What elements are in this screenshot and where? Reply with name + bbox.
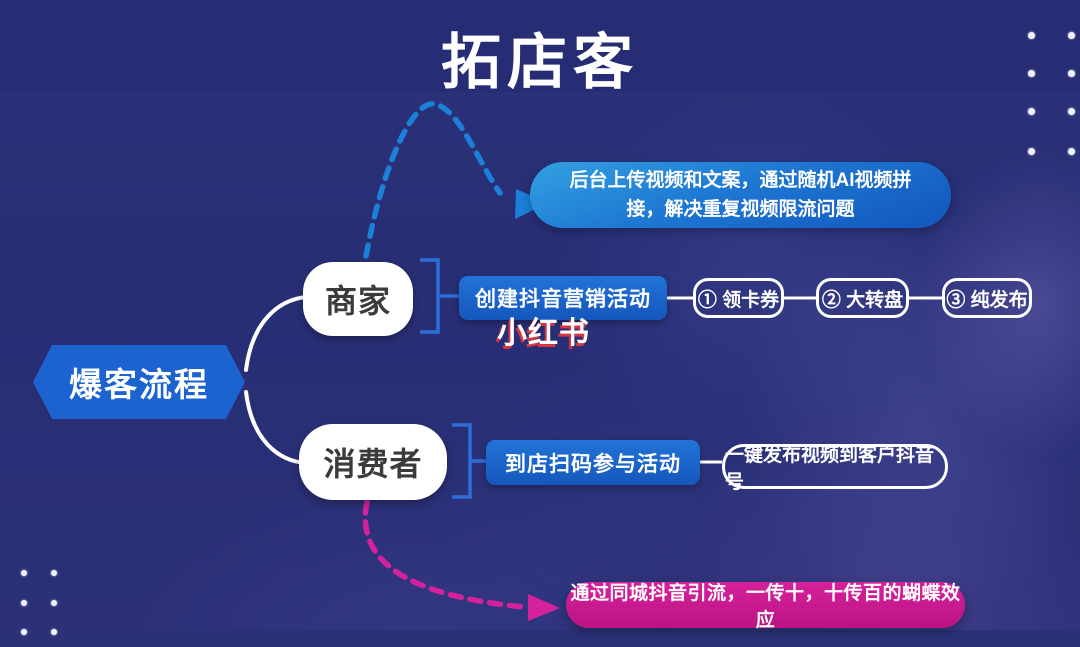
- xiaohongshu-watermark: 小红书: [497, 317, 590, 350]
- decor-dot: [1068, 108, 1075, 115]
- node-option-publish: ③ 纯发布: [942, 278, 1032, 318]
- node-root: 爆客流程: [33, 345, 245, 419]
- node-consumer-action: 到店扫码参与活动: [486, 440, 700, 485]
- callout-consumer-note: 通过同城抖音引流，一传十，十传百的蝴蝶效应: [566, 582, 965, 631]
- node-option-coupon: ① 领卡券: [693, 278, 784, 318]
- node-merchant: 商家: [303, 262, 413, 336]
- callout-merchant-note: 后台上传视频和文案，通过随机AI视频拼接，解决重复视频限流问题: [530, 162, 951, 228]
- decor-dot: [1028, 108, 1035, 115]
- node-consumer: 消费者: [299, 424, 447, 500]
- decor-dot: [1028, 70, 1035, 77]
- node-consumer-result: 一键发布视频到客户抖音号: [722, 444, 948, 493]
- decor-dot: [1028, 148, 1035, 155]
- node-option-wheel: ② 大转盘: [816, 278, 909, 318]
- decor-dot: [1068, 70, 1075, 77]
- decor-dot: [1068, 148, 1075, 155]
- decor-dot: [51, 629, 57, 635]
- decor-dot: [1028, 32, 1035, 39]
- footer-band: [0, 630, 1080, 647]
- decor-dot: [21, 600, 27, 606]
- page-title: 拓店客: [441, 28, 639, 98]
- node-merchant-action: 创建抖音营销活动: [459, 276, 667, 320]
- decor-dot: [1068, 32, 1075, 39]
- decor-dot: [51, 600, 57, 606]
- decor-dot: [21, 570, 27, 576]
- decor-dot: [51, 570, 57, 576]
- decor-dot: [21, 629, 27, 635]
